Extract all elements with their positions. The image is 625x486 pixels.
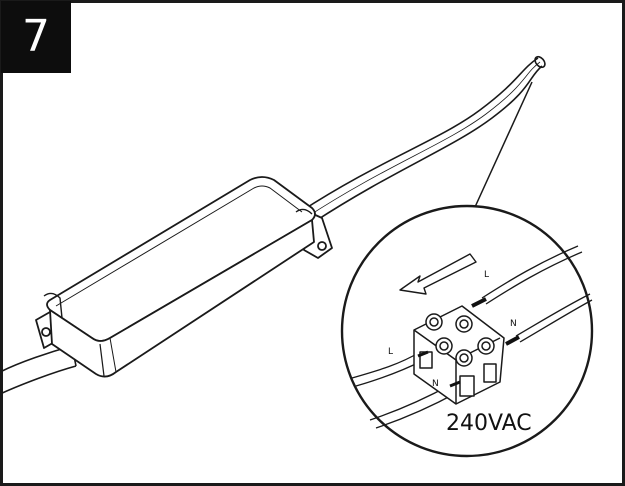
detail-magnifier: L N L N 240VAC (340, 204, 594, 458)
wire-end-neutral (505, 335, 520, 346)
driver-unit (35, 176, 333, 378)
incoming-wires (481, 245, 593, 343)
block-wire-neutral (449, 380, 461, 388)
label-neutral-incoming: N (510, 319, 517, 329)
output-cable (299, 55, 546, 223)
step-number-badge: 7 (1, 1, 71, 73)
label-neutral-outgoing: N (432, 379, 439, 389)
block-wire-live (417, 350, 429, 358)
label-live-incoming: L (484, 270, 489, 280)
callout-line (469, 81, 533, 219)
push-arrow-icon (399, 253, 477, 295)
wire-end-live (471, 297, 487, 308)
voltage-label: 240VAC (446, 411, 532, 436)
terminal-block (413, 305, 505, 405)
label-live-outgoing: L (388, 347, 393, 357)
